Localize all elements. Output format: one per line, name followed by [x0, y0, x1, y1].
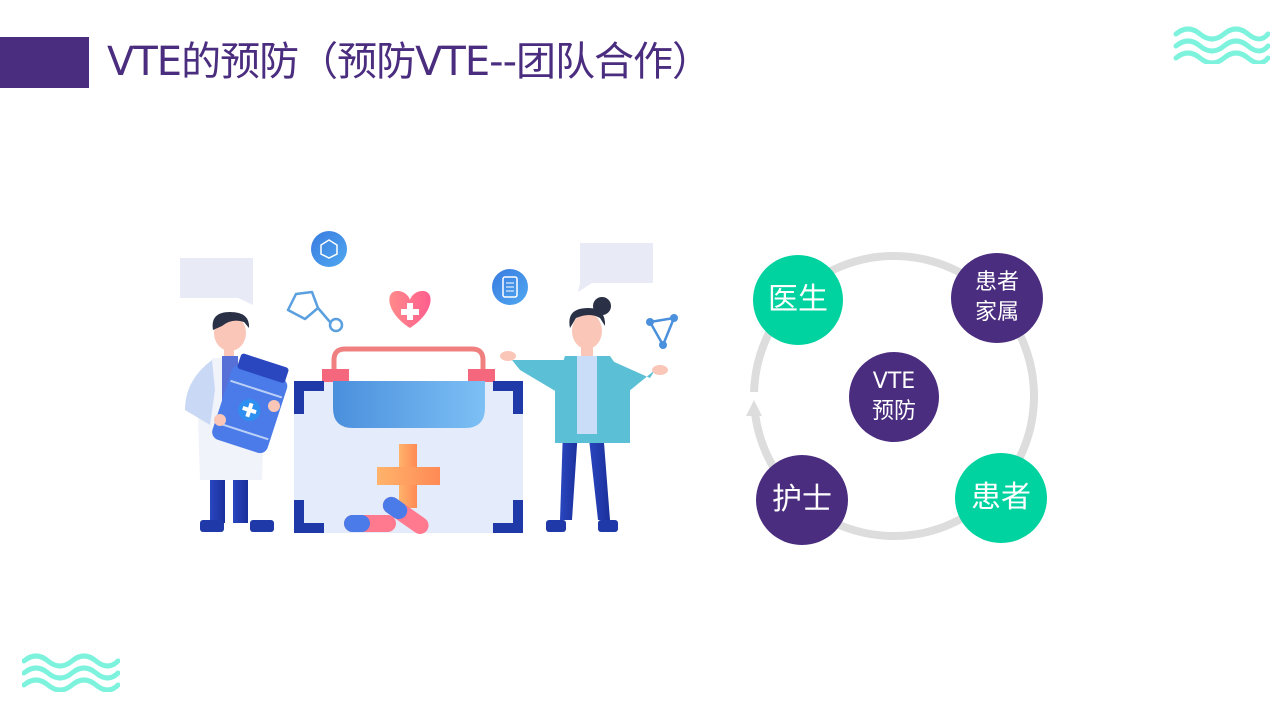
node-family-line2: 家属	[974, 300, 1019, 325]
title-accent-bar	[0, 37, 89, 88]
wave-decoration-icon	[1173, 26, 1270, 64]
center-line1: VTE	[872, 369, 916, 394]
center-line2: 预防	[871, 399, 916, 424]
node-family: 患者 家属	[951, 253, 1043, 343]
node-center-vte: VTE 预防	[849, 352, 939, 442]
node-doctor: 医生	[753, 255, 843, 345]
speech-bubble-left	[180, 258, 253, 305]
node-patient: 患者	[955, 453, 1047, 543]
doctor-figure	[185, 312, 289, 532]
node-patient-label: 患者	[971, 480, 1031, 515]
team-cycle-diagram: 医生 患者 家属 VTE 预防 患者 护士	[740, 240, 1060, 560]
node-nurse: 护士	[756, 455, 848, 545]
cycle-ring	[746, 252, 1038, 540]
arrow-up-icon	[746, 400, 762, 416]
nurse-figure	[500, 297, 668, 532]
medical-team-illustration	[180, 231, 678, 534]
node-nurse-label: 护士	[772, 482, 832, 517]
node-doctor-label: 医生	[768, 282, 828, 317]
slide-title: VTE的预防（预防VTE--团队合作）	[107, 39, 712, 85]
wave-decoration-icon	[22, 653, 120, 692]
node-family-line1: 患者	[974, 270, 1019, 295]
speech-bubble-right	[578, 243, 653, 292]
